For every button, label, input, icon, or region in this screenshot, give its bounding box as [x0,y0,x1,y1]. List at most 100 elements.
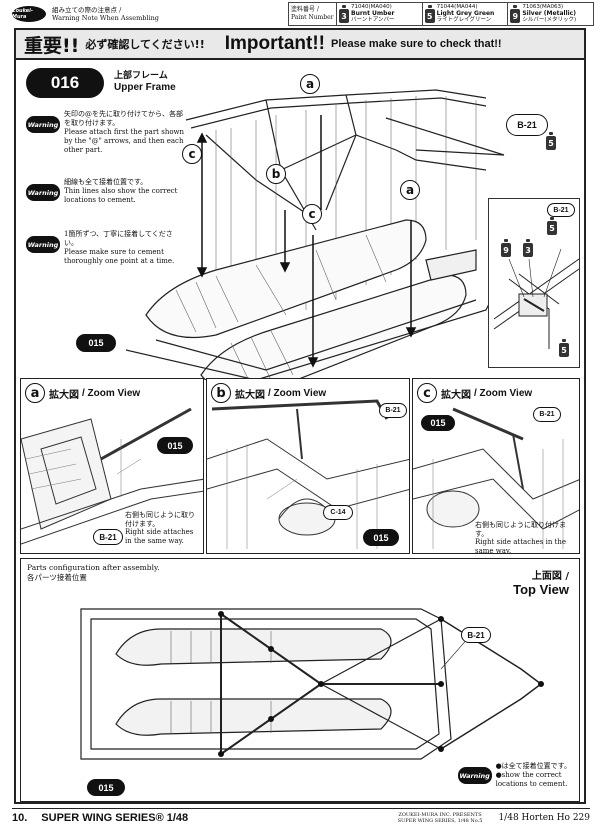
zoom-note-en: Right side attaches in the same way. [125,528,194,545]
part-label-b21: B-21 [461,627,491,643]
zoom-title-en: / Zoom View [474,387,533,399]
warning-badge: Warning [26,236,60,253]
paint-code: 71044(MA044) [436,4,478,11]
paint-num: 5 [547,221,557,235]
paint-legend-label: 塗料番号 / Paint Number [289,3,337,25]
banner-jp-sub: 必ず確認してください!! [85,38,205,51]
step-title-en: Upper Frame [114,82,176,93]
prev-step-015-badge: 015 [76,334,116,352]
paint-num: 5 [559,343,569,357]
series-title: SUPER WING SERIES® 1/48 [41,811,189,824]
callout-c-center: c [302,204,322,224]
zoom-letter: a [25,383,45,403]
warning-badge: Warning [457,767,492,784]
zoom-panel-a: a 拡大図 / Zoom View 015 B-21 右側も同じように取り付けま… [20,378,204,554]
paint-can-icon: 3 [339,5,349,23]
paint-name-jp: バーントアンバー [351,17,395,24]
publisher-line-1: ZOUKEI-MURA INC. PRESENTS [398,811,482,818]
paint-num: 3 [339,9,349,23]
page-footer: 10. SUPER WING SERIES® 1/48 ZOUKEI-MURA … [12,808,590,826]
warning-badge: Warning [26,184,60,201]
zoom-letter: b [211,383,231,403]
prev-step-015-badge: 015 [157,437,193,454]
part-label-b21: B-21 [506,114,548,136]
instruction-frame: 重要!! 必ず確認してください!! Important!! Please mak… [14,28,586,804]
top-view-warning-en2: locations to cement. [495,780,568,788]
top-view-warning-en1: ●show the correct [495,771,562,779]
step-number-badge: 016 [26,68,104,98]
paint-name-jp: シルバー(メタリック) [522,17,577,24]
part-label-b21: B-21 [379,403,407,418]
top-view-title: 上面図 / Top View [513,567,569,597]
zoom-title-jp: 拡大図 [235,389,265,401]
detail-inset: 9 3 5 5 B-21 [488,198,580,368]
paint-num: 3 [523,243,533,257]
zoom-title-b: b 拡大図 / Zoom View [211,383,326,403]
detail-inset-illustration [493,248,580,349]
warning-note-1: Warning 矢印の@を先に取り付けてから、各部を取り付けます。 Please… [26,110,186,155]
paint-num: 5 [424,9,435,23]
warning-text-jp: 1箇所ずつ、丁寧に接着してください。 [64,230,173,247]
page-number: 10. [12,811,28,824]
zoom-title-jp: 拡大図 [49,389,79,401]
part-label-b21: B-21 [547,203,575,217]
paint-num: 9 [501,243,511,257]
paint-item-9: 9 71063(MA063)Silver (Metallic)シルバー(メタリッ… [508,3,593,25]
zoom-title-jp: 拡大図 [441,389,471,401]
callout-a-top: a [300,74,320,94]
paint-can-icon: 5 [546,132,556,150]
warning-text: 1箇所ずつ、丁寧に接着してください。 Please make sure to c… [64,230,186,266]
publisher-line-2: SUPER WING SERIES, 1/48 No.5 [397,817,483,824]
top-view-note: Parts configuration after assembly. 各パーツ… [27,563,160,582]
zoom-panel-b: b 拡大図 / Zoom View B-21 C-14 015 [206,378,410,554]
callout-b: b [266,164,286,184]
warning-text-jp: 細線も全て接着位置です。 [64,178,148,186]
paint-name-en: Silver (Metallic) [522,9,576,17]
top-view-note-en: Parts configuration after assembly. [27,563,160,572]
header-note-jp: 組み立ての際の注意点 / [52,6,122,14]
zoom-note-jp: 右側も同じように取り付けます。 [125,511,195,528]
zoom-a-note: 右側も同じように取り付けます。 Right side attaches in t… [125,511,201,545]
warning-text-en: Thin lines also show the correct locatio… [64,187,178,204]
brand-logo: Zoukei-Mura [12,6,46,22]
top-view-warning-text: ●は全て接着位置です。 ●show the correct locations … [496,762,571,789]
prev-step-015-badge: 015 [87,779,125,796]
step-title-jp: 上部フレーム [114,71,168,81]
warning-text: 矢印の@を先に取り付けてから、各部を取り付けます。 Please attach … [64,110,186,155]
publisher-note: ZOUKEI-MURA INC. PRESENTS SUPER WING SER… [398,812,483,824]
warning-text-jp: 矢印の@を先に取り付けてから、各部を取り付けます。 [64,110,183,127]
paint-can-icon: 5 [559,339,569,357]
zoom-c-note: 右側も同じように取り付けます。 Right side attaches in t… [475,521,579,553]
model-name: 1/48 Horten Ho 229 [498,812,590,823]
zoom-panel-c: c 拡大図 / Zoom View 015 B-21 右側も同じように取り付けま… [412,378,580,554]
paint-label-en: Paint Number [291,14,334,21]
paint-num: 5 [546,136,556,150]
warning-note-2: Warning 細線も全て接着位置です。 Thin lines also sho… [26,178,186,205]
paint-label-jp: 塗料番号 / [291,6,319,13]
header-note: 組み立ての際の注意点 / Warning Note When Assemblin… [52,6,159,22]
paint-can-icon: 9 [501,239,511,257]
zoom-title-en: / Zoom View [82,387,141,399]
prev-step-015-badge: 015 [363,529,399,546]
paint-name-jp: ライトグレイグリーン [436,17,492,24]
zoom-title-en: / Zoom View [268,387,327,399]
prev-step-015-badge: 015 [421,415,455,431]
paint-num: 9 [510,9,521,23]
paint-code: 71040(MA040) [351,4,392,11]
paint-can-icon: 9 [510,5,521,23]
banner-en-sub: Please make sure to check that!! [330,38,502,50]
paint-legend: 塗料番号 / Paint Number 3 71040(MA040)Burnt … [288,2,594,26]
callout-a-right: a [400,180,420,200]
paint-name-en: Light Grey Green [436,9,495,17]
paint-name-en: Burnt Umber [351,9,395,17]
warning-text-en: Please attach first the part shown by th… [64,128,185,154]
header-note-en: Warning Note When Assembling [52,14,159,22]
paint-can-icon: 5 [424,5,435,23]
part-label-b21: B-21 [533,407,561,422]
top-view-note-jp: 各パーツ接着位置 [27,572,87,582]
warning-note-3: Warning 1箇所ずつ、丁寧に接着してください。 Please make s… [26,230,186,266]
zoom-letter: c [417,383,437,403]
zoom-note-jp: 右側も同じように取り付けます。 [475,521,566,538]
